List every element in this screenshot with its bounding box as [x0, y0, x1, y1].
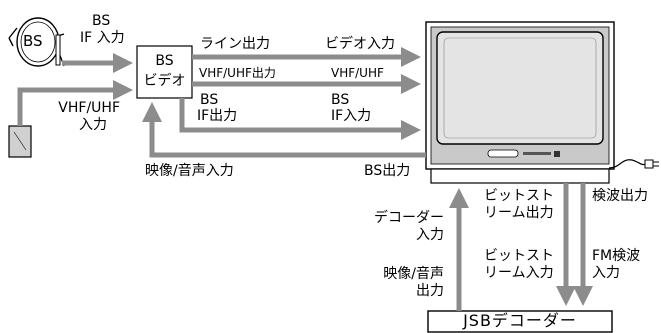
jsb-decoder-box [427, 310, 613, 333]
fm-detect-in-label-1: FM検波 [592, 248, 641, 264]
bitstream-in-label-2: リーム入力 [484, 265, 554, 281]
jsb-decoder-label: JSBデコーダー [463, 311, 577, 330]
vhf-uhf-out-label: VHF/UHF出力 [199, 66, 276, 80]
line-out-label: ライン出力 [200, 36, 270, 52]
dish-out-label-1: BS [92, 13, 111, 29]
connection-arrows [17, 47, 593, 311]
bitstream-out-label-2: リーム出力 [484, 205, 554, 221]
detect-out-label: 検波出力 [592, 188, 648, 204]
bitstream-in-label-1: ビットスト [484, 248, 554, 264]
bs-video-box [136, 45, 193, 99]
bs-if-in-label-1: BS [331, 92, 350, 108]
bitstream-out-label-1: ビットスト [484, 188, 554, 204]
bs-if-out-label-2: IF出力 [197, 108, 238, 124]
vhf-source-label-2: 入力 [79, 117, 107, 133]
decoder-in-label-1: デコーダー [374, 210, 444, 226]
arrow-bs-if [179, 98, 421, 140]
bs-video-label-1: BS [155, 53, 174, 69]
television-icon [425, 21, 659, 184]
bs-video-label-2: ビデオ [143, 73, 186, 89]
fm-detect-in-label-2: 入力 [592, 265, 620, 281]
av-out-label-1: 映像/音声 [383, 266, 444, 282]
dish-logo-text: BS [23, 32, 43, 50]
arrow-vhf-to-box [17, 80, 133, 126]
arrow-bs-out [142, 102, 426, 158]
antenna-outlet-icon [8, 125, 32, 158]
satellite-dish-icon [8, 17, 65, 67]
bs-out-label: BS出力 [364, 163, 411, 179]
bs-if-in-label-2: IF入力 [331, 108, 372, 124]
bs-if-out-label-1: BS [200, 92, 219, 108]
vhf-uhf-label: VHF/UHF [331, 66, 384, 80]
av-out-label-2: 出力 [416, 283, 444, 299]
vhf-source-label-1: VHF/UHF [58, 100, 120, 116]
dish-out-label-2: IF 入力 [80, 30, 125, 46]
decoder-in-label-2: 入力 [416, 227, 444, 243]
video-in-label: ビデオ入力 [325, 36, 395, 52]
av-in-label: 映像/音声入力 [145, 163, 234, 179]
